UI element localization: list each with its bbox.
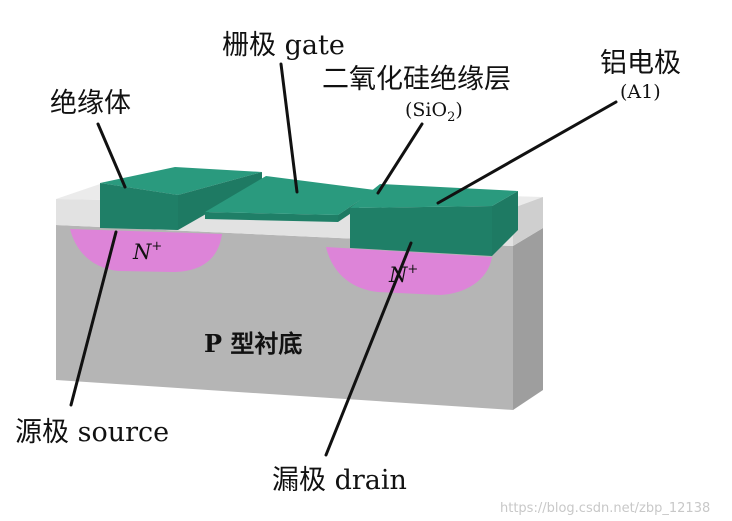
gate-electrode-top [205, 176, 375, 215]
source-leader [69, 230, 118, 407]
aluminum-leader [436, 100, 618, 205]
drain-leader [324, 241, 413, 457]
drain-electrode [350, 184, 518, 256]
insulator-leader [96, 122, 127, 189]
drain-electrode-top [350, 184, 518, 208]
source-electrode [100, 167, 262, 230]
source-electrode-front [100, 183, 178, 230]
source-electrode-side [178, 172, 262, 230]
drain-n-region [326, 247, 492, 295]
source-label: 源极 source [15, 417, 169, 448]
gate-label: 栅极 gate [222, 30, 345, 61]
substrate-right-face [513, 228, 543, 410]
drain-label: 漏极 drain [272, 465, 407, 496]
drain-electrode-side [492, 191, 518, 256]
watermark: https://blog.csdn.net/zbp_12138 [500, 501, 710, 516]
gate-leader [279, 62, 299, 194]
aluminum-label: 铝电极 [600, 48, 681, 79]
insulator-label: 绝缘体 [50, 88, 131, 119]
leader-lines [69, 62, 618, 457]
substrate-label: P 型衬底 [204, 329, 302, 358]
source-electrode-top [100, 167, 262, 195]
drain-electrode-front [350, 206, 492, 256]
oxide-right-face [513, 197, 543, 246]
aluminum-sub-label: (A1) [620, 81, 661, 103]
source-n-label: N+ [132, 239, 162, 264]
oxide-formula-label: (SiO2) [405, 99, 463, 125]
gate-electrode-front [205, 212, 338, 222]
oxide-leader [376, 122, 424, 195]
oxide-label: 二氧化硅绝缘层 [322, 64, 511, 95]
